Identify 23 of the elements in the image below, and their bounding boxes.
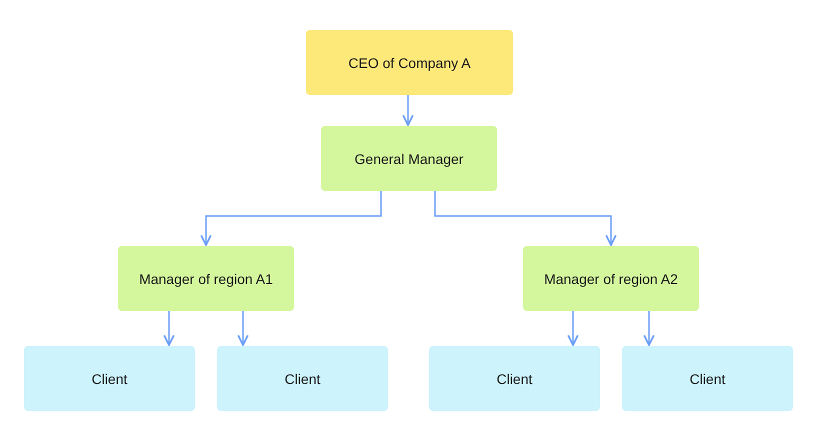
connector-arrow <box>163 311 175 346</box>
connector-arrow <box>434 191 617 246</box>
node-label: Client <box>92 370 128 386</box>
client-box <box>217 346 388 411</box>
connector-arrow <box>643 311 655 346</box>
role-box <box>306 30 513 95</box>
connector-arrow <box>567 311 579 346</box>
role-box <box>321 126 497 191</box>
connector-arrow <box>402 95 414 126</box>
connector-arrow <box>200 191 382 246</box>
node-label: Manager of region A1 <box>139 270 273 286</box>
role-box <box>523 246 699 311</box>
node-label: Client <box>496 370 532 386</box>
node-label: CEO of Company A <box>348 54 471 70</box>
client-box <box>24 346 195 411</box>
client-box <box>429 346 600 411</box>
node-label: General Manager <box>354 150 464 166</box>
role-box <box>118 246 294 311</box>
node-label: Manager of region A2 <box>544 270 678 286</box>
node-label: Client <box>690 370 726 386</box>
client-box <box>622 346 793 411</box>
connector-arrow <box>237 311 249 346</box>
node-label: Client <box>284 370 320 386</box>
